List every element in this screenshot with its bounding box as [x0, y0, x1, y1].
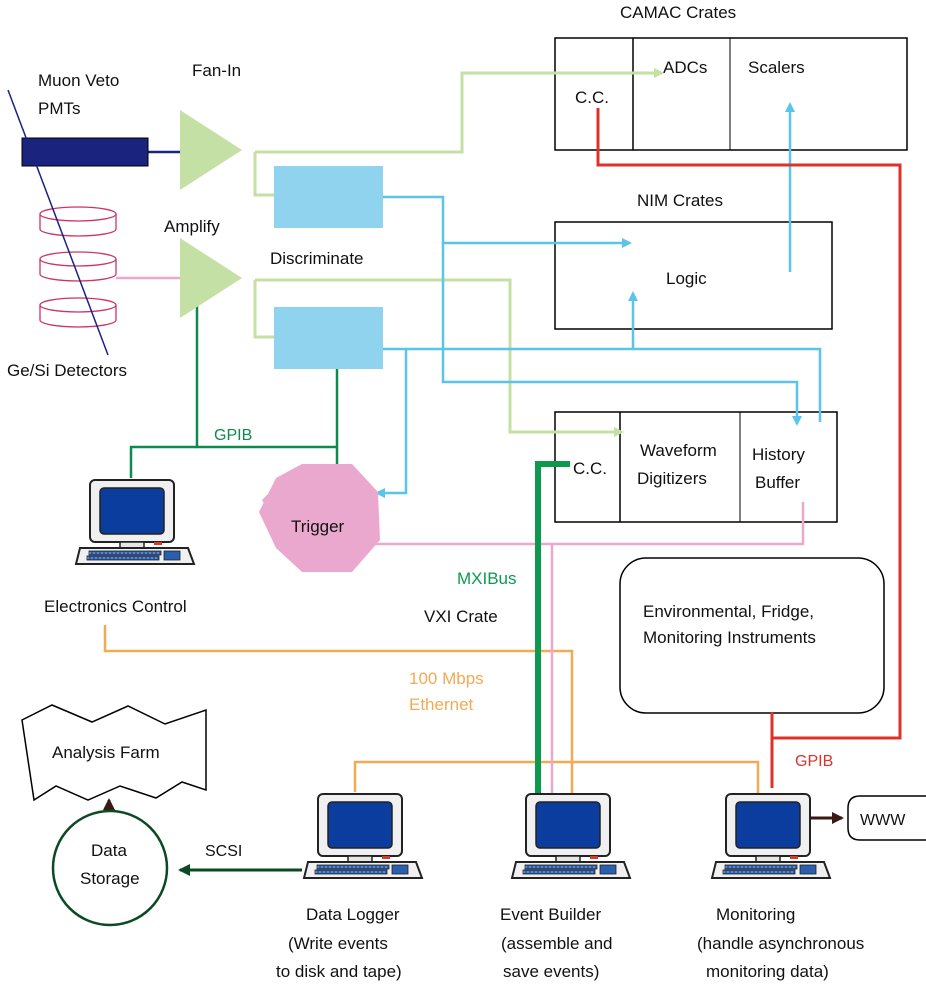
fan-in-triangle [180, 110, 242, 190]
analysis-farm-label: Analysis Farm [52, 743, 160, 762]
pink-trigger-line [373, 502, 805, 546]
data-storage-label-2: Storage [80, 869, 140, 888]
environmental-label-1: Environmental, Fridge, [643, 602, 814, 621]
environmental-label-2: Monitoring Instruments [643, 628, 816, 647]
mxibus-line [535, 461, 570, 795]
muon-veto-label-2: PMTs [38, 99, 81, 118]
cosmic-ray-track [7, 89, 109, 356]
muon-veto-label-1: Muon Veto [38, 71, 119, 90]
monitoring-computer[interactable] [711, 793, 831, 879]
ethernet-label-1: 100 Mbps [409, 669, 484, 688]
data-logger-computer[interactable] [303, 793, 423, 879]
analysis-farm-shape [21, 704, 207, 802]
monitoring-label-1: Monitoring [716, 905, 795, 924]
www-label: WWW [860, 812, 906, 829]
ge-si-detectors [39, 206, 117, 328]
orange-ethernet-lines [103, 625, 760, 795]
dark-green-gpib-lines [129, 305, 339, 478]
camac-controller-label: C.C. [575, 88, 609, 107]
electronics-control-label: Electronics Control [44, 597, 187, 616]
fan-in-label: Fan-In [192, 61, 241, 80]
red-gpib-line [596, 108, 902, 740]
logic-label: Logic [666, 269, 707, 288]
trigger-shape [259, 464, 380, 572]
environmental-box [619, 557, 885, 714]
vxi-crate-label: VXI Crate [424, 607, 498, 626]
ge-si-label: Ge/Si Detectors [7, 361, 127, 380]
trigger-label: Trigger [291, 517, 345, 536]
discriminator-upper [274, 166, 383, 228]
history-label-2: Buffer [755, 473, 800, 492]
adcs-label: ADCs [663, 58, 707, 77]
data-logger-label-1: Data Logger [306, 905, 400, 924]
event-builder-label-1: Event Builder [500, 905, 601, 924]
muon-veto-pmt [21, 137, 149, 167]
data-logger-label-3: to disk and tape) [276, 962, 402, 981]
monitoring-label-2: (handle asynchronous [697, 934, 864, 953]
gpib-left-label: GPIB [214, 427, 252, 444]
event-builder-computer[interactable] [511, 793, 631, 879]
data-storage-circle [51, 809, 169, 927]
electronics-control-computer[interactable] [75, 479, 195, 565]
scsi-label: SCSI [205, 843, 242, 860]
camac-crate [554, 37, 908, 151]
event-builder-label-3: save events) [503, 962, 599, 981]
data-logger-label-2: (Write events [288, 934, 388, 953]
data-storage-label-1: Data [91, 841, 127, 860]
waveform-label-2: Digitizers [637, 469, 707, 488]
waveform-label-1: Waveform [640, 441, 717, 460]
monitoring-label-3: monitoring data) [706, 962, 829, 981]
ethernet-label-2: Ethernet [409, 695, 474, 714]
camac-crates-label: CAMAC Crates [620, 3, 736, 22]
vxi-controller-label: C.C. [573, 459, 607, 478]
event-builder-label-2: (assemble and [501, 934, 613, 953]
amplify-label: Amplify [164, 217, 220, 236]
www-box [847, 795, 926, 841]
discriminate-label: Discriminate [270, 249, 364, 268]
nim-crates-label: NIM Crates [637, 191, 723, 210]
discriminator-lower [274, 307, 383, 369]
scalers-label: Scalers [748, 58, 805, 77]
nim-crate [554, 221, 833, 330]
blue-signal-lines [375, 102, 822, 498]
history-label-1: History [752, 445, 805, 464]
mxibus-label: MXIBus [457, 569, 517, 588]
amplify-triangle [180, 238, 242, 318]
gpib-right-label: GPIB [795, 753, 833, 770]
light-green-signal-lines [253, 68, 664, 437]
